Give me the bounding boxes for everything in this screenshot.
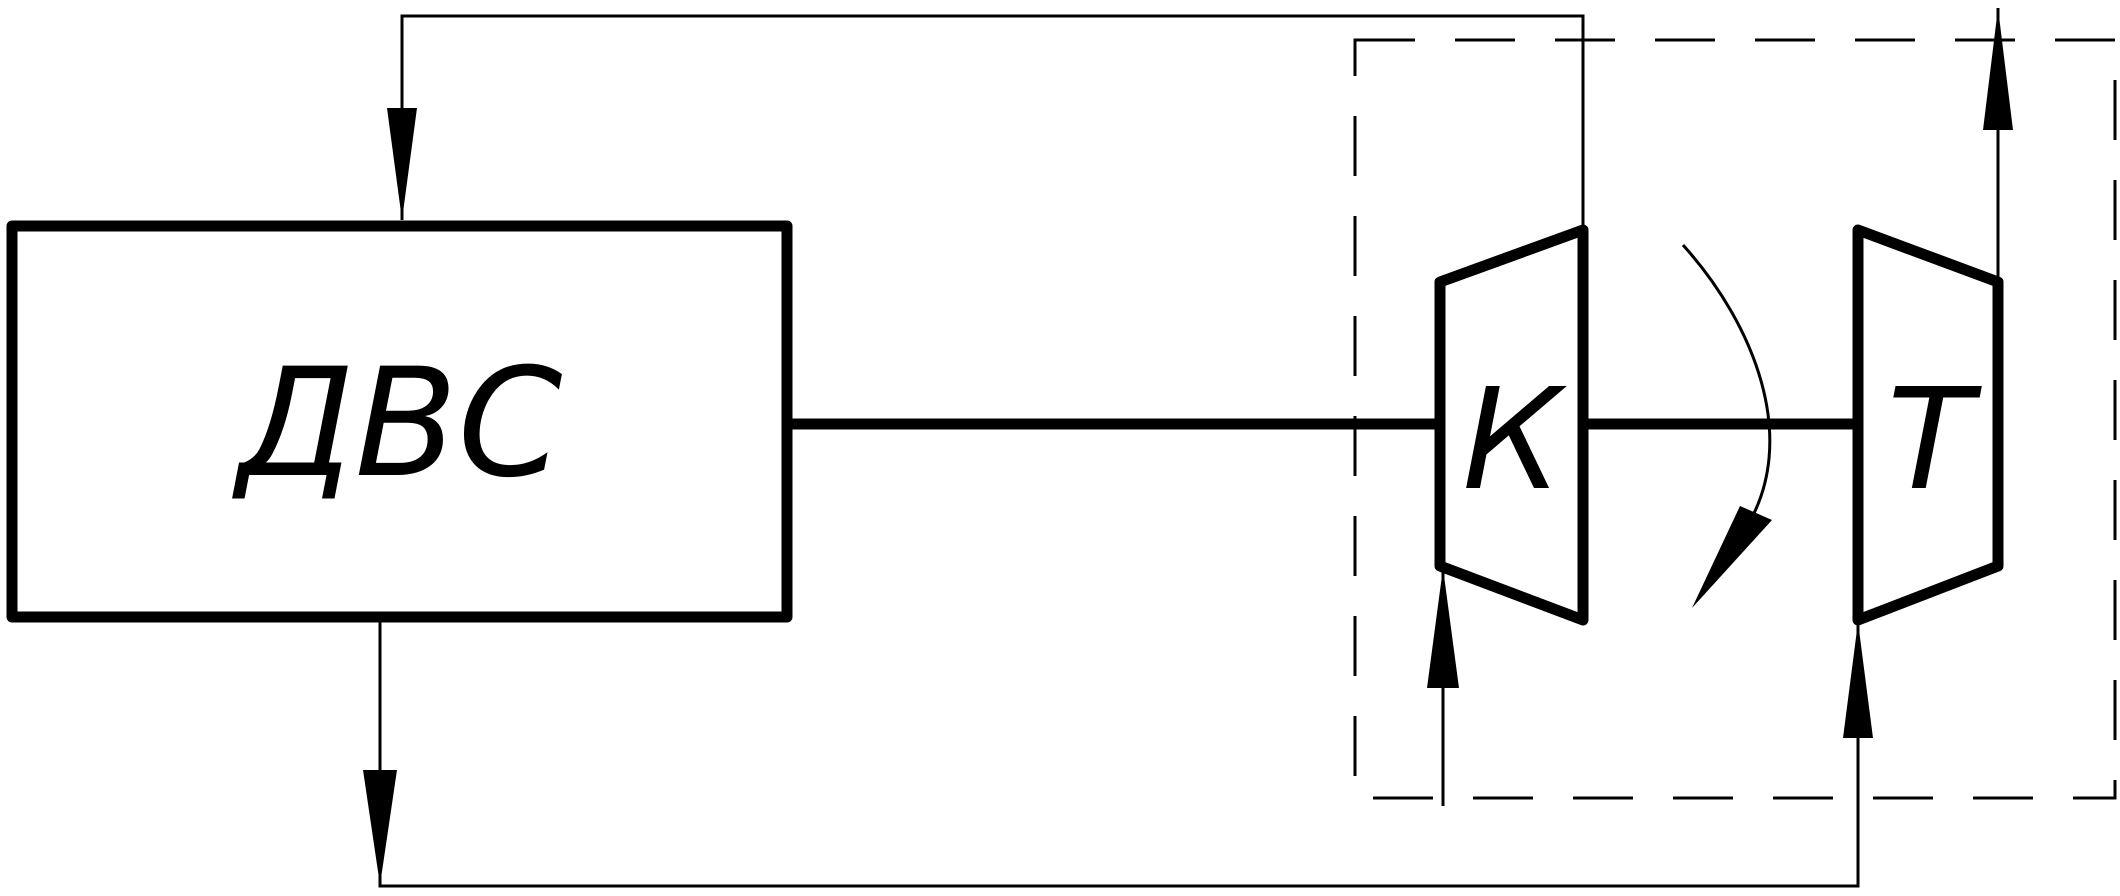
rotation-arrow-arc [1681,243,1772,529]
exhaust-line [378,617,1860,888]
compressor-block [1434,224,1589,626]
compressor-inlet-arrow [1427,568,1459,688]
turbine-outlet-arrow [1983,8,2013,130]
engine-exhaust-arrow [363,770,397,885]
compressor-label: К [1462,359,1567,522]
turbine-block [1852,224,2004,626]
turbine-inlet-arrow [1843,622,1873,738]
rotation-arrow-head [1692,506,1772,608]
charge-air-line [400,14,1585,230]
turbine-label: Т [1887,359,1982,522]
engine-intake-arrow [387,108,417,220]
engine-label: ДВС [232,337,563,511]
